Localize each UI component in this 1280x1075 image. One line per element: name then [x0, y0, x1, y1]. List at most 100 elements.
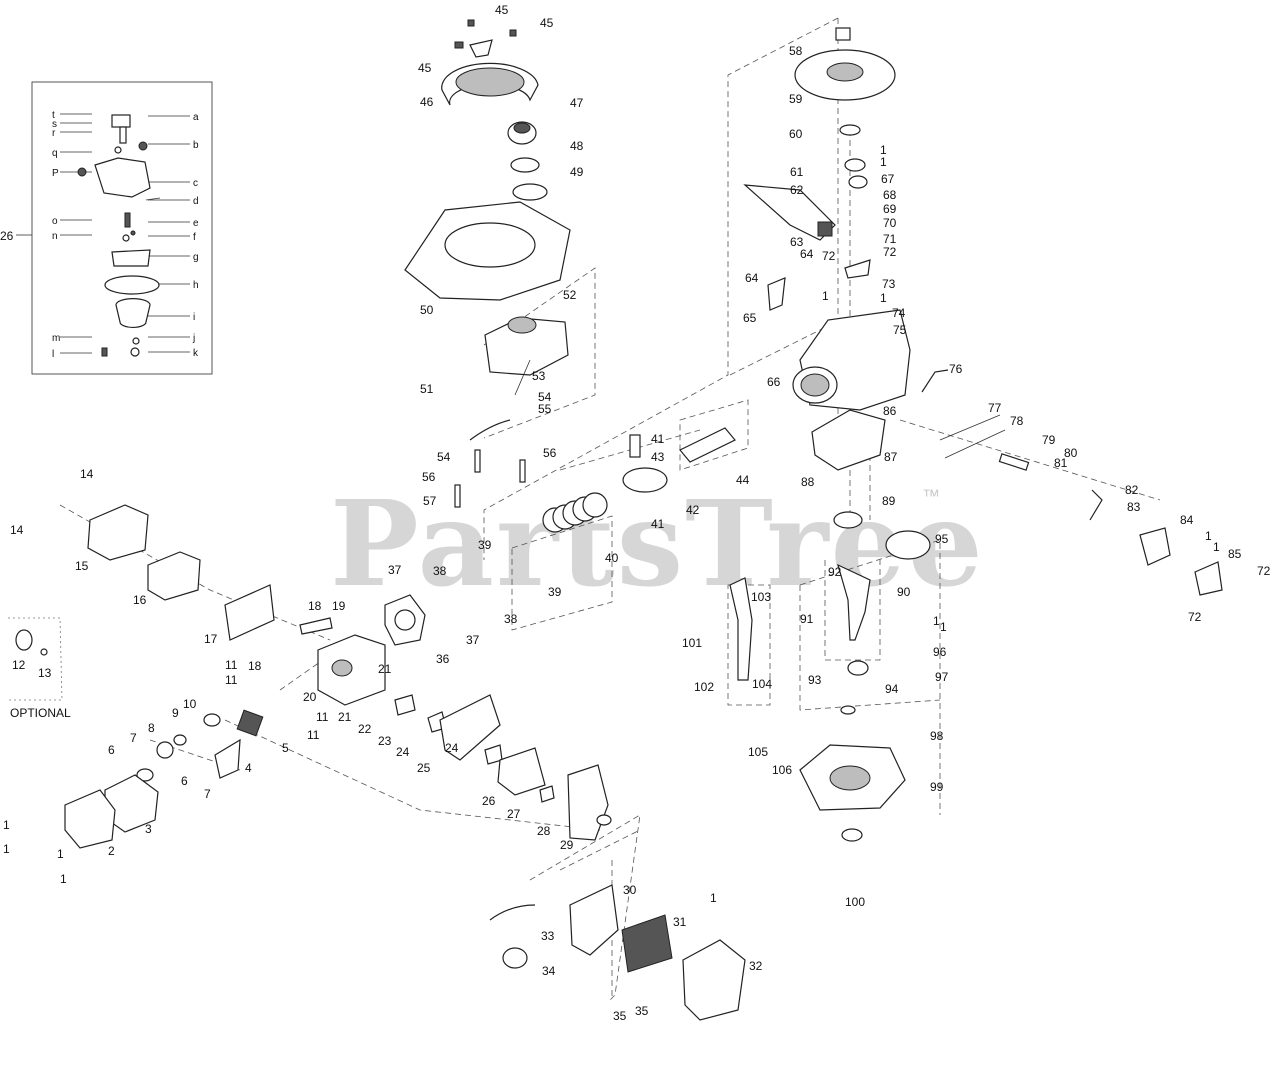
callout-31: 31 — [673, 915, 687, 929]
callout-65: 65 — [743, 311, 757, 325]
callout-20: 20 — [303, 690, 317, 704]
callout-96: 96 — [933, 645, 947, 659]
callout-72: 72 — [883, 245, 897, 259]
optional-part-12-shape — [15, 629, 33, 651]
callout-70: 70 — [883, 216, 897, 230]
callout-71: 71 — [883, 232, 897, 246]
callout-62: 62 — [790, 183, 804, 197]
callout-35: 35 — [613, 1009, 627, 1023]
inset-letter-j: j — [192, 333, 195, 344]
callout-37: 37 — [388, 563, 402, 577]
callout-72: 72 — [822, 249, 836, 263]
callout-15: 15 — [75, 559, 89, 573]
callout-24: 24 — [445, 741, 459, 755]
callout-89: 89 — [882, 494, 896, 508]
callout-80: 80 — [1064, 446, 1078, 460]
callout-106: 106 — [772, 763, 792, 777]
callout-1: 1 — [933, 614, 940, 628]
callout-23: 23 — [378, 734, 392, 748]
callout-9: 9 — [172, 706, 179, 720]
inset-letter-k: k — [193, 348, 199, 359]
inset-letter-h: h — [193, 280, 199, 291]
callout-75: 75 — [893, 323, 907, 337]
callout-41: 41 — [651, 517, 665, 531]
callout-38: 38 — [433, 564, 447, 578]
callout-1: 1 — [1213, 540, 1220, 554]
callout-11: 11 — [307, 728, 320, 742]
callout-76: 76 — [949, 362, 963, 376]
callout-10: 10 — [183, 697, 197, 711]
callout-1: 1 — [940, 620, 947, 634]
callout-91: 91 — [800, 612, 814, 626]
callout-22: 22 — [358, 722, 372, 736]
callout-101: 101 — [682, 636, 702, 650]
callout-86: 86 — [883, 404, 897, 418]
callout-33: 33 — [541, 929, 555, 943]
callout-66: 66 — [767, 375, 781, 389]
callout-1: 1 — [822, 289, 829, 303]
callout-39: 39 — [548, 585, 562, 599]
callout-55: 55 — [538, 402, 552, 416]
optional-frame — [8, 617, 63, 701]
optional-callout-12: 12 — [12, 658, 26, 672]
callout-44: 44 — [736, 473, 750, 487]
inset-letter-r: r — [52, 128, 56, 139]
callout-72: 72 — [1257, 564, 1271, 578]
inset-letter-s: s — [52, 119, 57, 130]
inset-letter-g: g — [193, 252, 199, 263]
callout-102: 102 — [694, 680, 714, 694]
callout-93: 93 — [808, 673, 822, 687]
callout-72: 72 — [1188, 610, 1202, 624]
callout-19: 19 — [332, 599, 346, 613]
callout-2: 2 — [108, 844, 115, 858]
callout-90: 90 — [897, 585, 911, 599]
callout-85: 85 — [1228, 547, 1242, 561]
callout-104: 104 — [752, 677, 772, 691]
callout-25: 25 — [417, 761, 431, 775]
inset-letter-a: a — [193, 112, 199, 123]
callout-45: 45 — [418, 61, 432, 75]
callout-40: 40 — [605, 551, 619, 565]
callout-56: 56 — [543, 446, 557, 460]
callout-82: 82 — [1125, 483, 1139, 497]
inset-letter-m: m — [52, 333, 60, 344]
callout-7: 7 — [130, 731, 137, 745]
callout-95: 95 — [935, 532, 949, 546]
callout-94: 94 — [885, 682, 899, 696]
callout-1: 1 — [880, 143, 887, 157]
callout-97: 97 — [935, 670, 949, 684]
inset-letter-c: c — [193, 178, 198, 189]
callout-57: 57 — [423, 494, 437, 508]
part-shapes — [64, 19, 1223, 1021]
callout-74: 74 — [892, 306, 906, 320]
inset-frame — [31, 81, 213, 375]
callout-26: 26 — [482, 794, 496, 808]
callout-98: 98 — [930, 729, 944, 743]
callout-52: 52 — [563, 288, 577, 302]
callout-63: 63 — [790, 235, 804, 249]
callout-46: 46 — [420, 95, 434, 109]
callout-81: 81 — [1054, 456, 1068, 470]
callout-35: 35 — [635, 1004, 649, 1018]
callout-1: 1 — [3, 842, 10, 856]
callout-41: 41 — [651, 432, 665, 446]
callout-1: 1 — [3, 818, 10, 832]
inset-letter-q: q — [52, 148, 58, 159]
inset-letter-e: e — [193, 218, 199, 229]
callout-17: 17 — [204, 632, 218, 646]
watermark-trademark: ™ — [922, 486, 940, 506]
callout-64: 64 — [800, 247, 814, 261]
callout-8: 8 — [148, 721, 155, 735]
callout-59: 59 — [789, 92, 803, 106]
callout-18: 18 — [248, 659, 262, 673]
callout-1: 1 — [880, 291, 887, 305]
callout-14: 14 — [10, 523, 24, 537]
inset-carburetor-parts — [77, 114, 161, 357]
callout-84: 84 — [1180, 513, 1194, 527]
callout-69: 69 — [883, 202, 897, 216]
inset-letter-d: d — [193, 196, 199, 207]
callout-79: 79 — [1042, 433, 1056, 447]
callout-18: 18 — [308, 599, 322, 613]
callout-11: 11 — [225, 658, 238, 672]
callout-11: 11 — [316, 710, 329, 724]
